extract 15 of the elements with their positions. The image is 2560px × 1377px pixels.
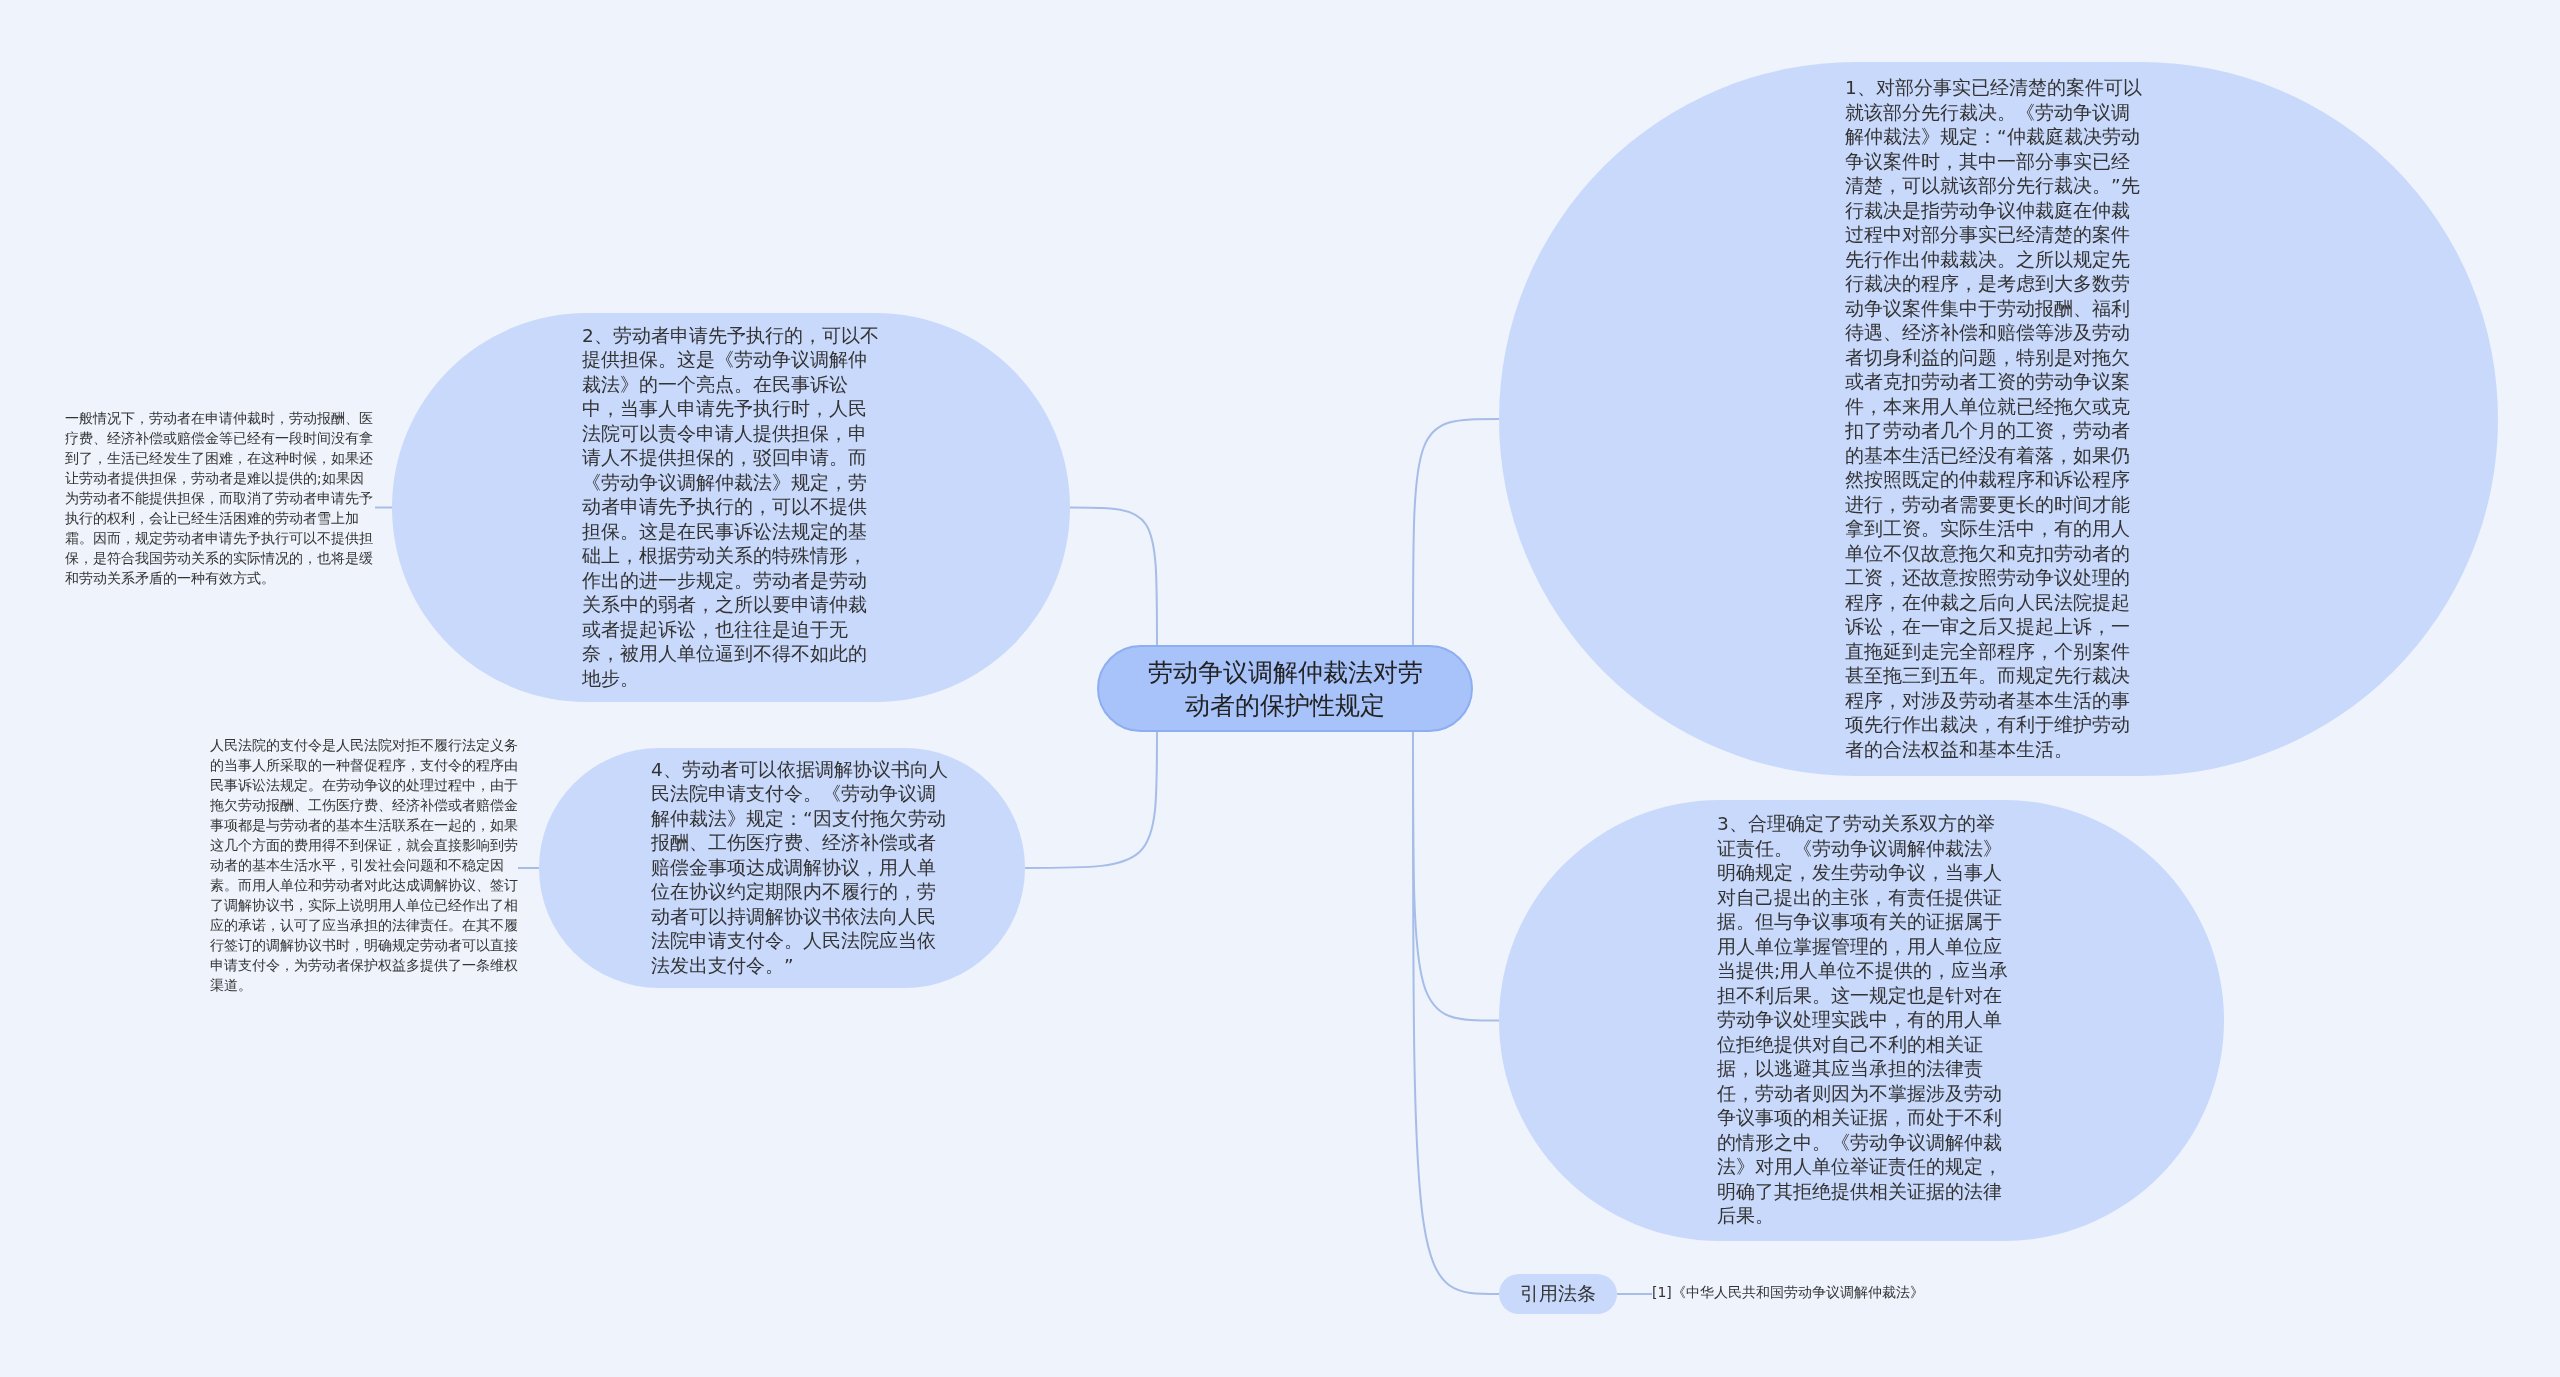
reference-tag: 引用法条 (1499, 1274, 1617, 1314)
topic-bubble: 3、合理确定了劳动关系双方的举证责任。《劳动争议调解仲裁法》明确规定，发生劳动争议，当事人对自己提出的主张，有责任提供证据。但与争议事项有关的证据属于用人单位掌握管理的，用人单位应当提供;用人单位不提供的，应当承担不利后果。这一规定也是针对在劳动争议处理实践中，有的用人单位拒绝提供对自己不利的相关证据，以逃避其应当承担的法律责任，劳动者则因为不掌握涉及劳动争议事项的相关证据，而处于不利的情形之中。《劳动争议调解仲裁法》对用人单位举证责任的规定，明确了其拒绝提供相关证据的法律后果。 (1499, 800, 2224, 1241)
note-text: 人民法院的支付令是人民法院对拒不履行法定义务的当事人所采取的一种督促程序，支付令的程序由民事诉讼法规定。在劳动争议的处理过程中，由于拖欠劳动报酬、工伤医疗费、经济补偿或者赔偿金事项都是与劳动者的基本生活联系在一起的，如果这几个方面的费用得不到保证，就会直接影响到劳动者的基本生活水平，引发社会问题和不稳定因素。而用人单位和劳动者对此达成调解协议、签订了调解协议书，实际上说明用人单位已经作出了相应的承诺，认可了应当承担的法律责任。在其不履行签订的调解协议书时，明确规定劳动者可以直接申请支付令，为劳动者保护权益多提供了一条维权渠道。 (210, 735, 518, 995)
connector-line (1616, 1293, 1653, 1295)
topic-bubble: 1、对部分事实已经清楚的案件可以就该部分先行裁决。《劳动争议调解仲裁法》规定：“仲裁庭裁决劳动争议案件时，其中一部分事实已经清楚，可以就该部分先行裁决。”先行裁决是指劳动争议仲裁庭在仲裁过程中对部分事实已经清楚的案件先行作出仲裁裁决。之所以规定先行裁决的程序，是考虑到大多数劳动争议案件集中于劳动报酬、福利待遇、经济补偿和赔偿等涉及劳动者切身利益的问题，特别是对拖欠或者克扣劳动者工资的劳动争议案件，本来用人单位就已经拖欠或克扣了劳动者几个月的工资，劳动者的基本生活已经没有着落，如果仍然按照既定的仲裁程序和诉讼程序进行，劳动者需要更长的时间才能拿到工资。实际生活中，有的用人单位不仅故意拖欠和克扣劳动者的工资，还故意按照劳动争议处理的程序，在仲裁之后向人民法院提起诉讼，在一审之后又提起上诉，一直拖延到走完全部程序，个别案件甚至拖三到五年。而规定先行裁决程序，对涉及劳动者基本生活的事项先行作出裁决，有利于维护劳动者的合法权益和基本生活。 (1499, 62, 2498, 776)
connector-line (517, 867, 540, 869)
note-text: 一般情况下，劳动者在申请仲裁时，劳动报酬、医疗费、经济补偿或赔偿金等已经有一段时间没有拿到了，生活已经发生了困难，在这种时候，如果还让劳动者提供担保，劳动者是难以提供的;如果因为劳动者不能提供担保，而取消了劳动者申请先予执行的权利，会让已经生活困难的劳动者雪上加霜。因而，规定劳动者申请先予执行可以不提供担保，是符合我国劳动关系的实际情况的，也将是缓和劳动关系矛盾的一种有效方式。 (65, 408, 375, 588)
topic-bubble: 劳动争议调解仲裁法对劳动者的保护性规定 (1097, 645, 1473, 732)
connector-line (374, 506, 393, 509)
connector-line (1069, 506, 1158, 646)
connector-line (1412, 418, 1500, 646)
connector-line (1024, 731, 1158, 869)
topic-bubble: 2、劳动者申请先予执行的，可以不提供担保。这是《劳动争议调解仲裁法》的一个亮点。在民事诉讼中，当事人申请先予执行时，人民法院可以责令申请人提供担保，申请人不提供担保的，驳回申请。而《劳动争议调解仲裁法》规定，劳动者申请先予执行的，可以不提供担保。这是在民事诉讼法规定的基础上，根据劳动关系的特殊情形，作出的进一步规定。劳动者是劳动关系中的弱者，之所以要申请仲裁或者提起诉讼，也往往是迫于无奈，被用人单位逼到不得不如此的地步。 (392, 313, 1070, 702)
citation-text: [1]《中华人民共和国劳动争议调解仲裁法》 (1652, 1282, 1982, 1302)
topic-bubble: 4、劳动者可以依据调解协议书向人民法院申请支付令。《劳动争议调解仲裁法》规定：“因支付拖欠劳动报酬、工伤医疗费、经济补偿或者赔偿金事项达成调解协议，用人单位在协议约定期限内不履行的，劳动者可以持调解协议书依法向人民法院申请支付令。人民法院应当依法发出支付令。” (539, 748, 1025, 988)
